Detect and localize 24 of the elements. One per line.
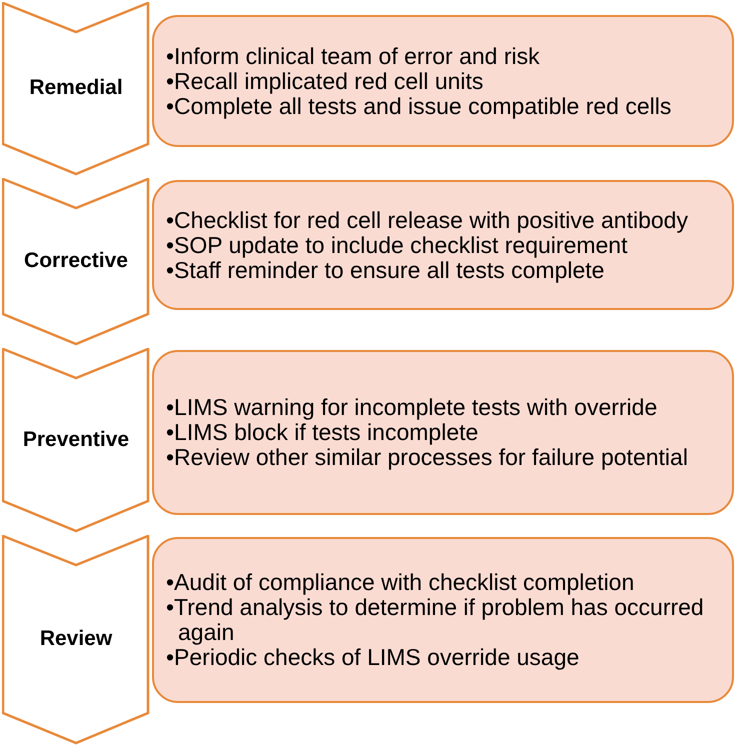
chevron-shape (2, 2, 150, 176)
bullet-point: •Audit of compliance with checklist completion (166, 570, 636, 595)
bullet-point: •Inform clinical team of error and risk (166, 44, 541, 68)
stage-label: Remedial (28, 76, 124, 100)
bullet-point: •SOP update to include checklist requirement (166, 232, 628, 258)
bullet-point: •Periodic checks of LIMS override usage (166, 645, 580, 670)
chevron-shape (2, 348, 150, 533)
chevron-shape (2, 535, 150, 745)
action-box (152, 350, 734, 515)
chevron-shape (2, 178, 150, 346)
action-box (152, 180, 734, 310)
action-box (152, 15, 734, 147)
bullet-point: •Complete all tests and issue compatible red cells (166, 94, 672, 118)
bullet-point: •Checklist for red cell release with positive antibody (166, 208, 688, 232)
bullet-point: •LIMS warning for incomplete tests with override (166, 395, 658, 420)
stage-label: Preventive (22, 428, 130, 452)
stage-label: Review (38, 627, 114, 651)
bullet-point: •Recall implicated red cell units (166, 68, 484, 94)
stage-label: Corrective (23, 249, 129, 273)
bullet-point: •Review other similar processes for failure potential (166, 445, 688, 470)
bullet-point: •Staff reminder to ensure all tests complete (166, 258, 604, 282)
bullet-point: •LIMS block if tests incomplete (166, 420, 480, 445)
action-box (152, 537, 734, 703)
bullet-point: •Trend analysis to determine if problem has occurred again (166, 595, 704, 645)
